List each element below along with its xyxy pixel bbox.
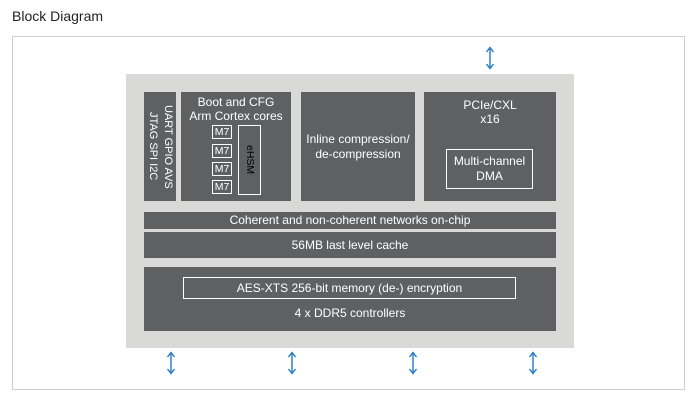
io-label-jtag-spi-i2c: JTAG SPI I2C xyxy=(147,112,159,181)
ehsm-block: eHSM xyxy=(238,125,261,195)
encryption-block: AES-XTS 256-bit memory (de-) encryption xyxy=(183,277,516,299)
boot-cfg-title: Boot and CFG xyxy=(197,95,275,109)
ehsm-label: eHSM xyxy=(244,145,256,175)
io-interfaces-block: JTAG SPI I2C UART GPIO AVS xyxy=(144,92,176,201)
m7-core: M7 xyxy=(212,144,232,158)
pcie-label: PCIe/CXL xyxy=(463,98,517,112)
double-arrow-icon xyxy=(408,351,418,375)
pcie-lanes-label: x16 xyxy=(480,112,500,126)
cache-block: 56MB last level cache xyxy=(144,232,556,258)
boot-cfg-block: Boot and CFG Arm Cortex cores xyxy=(181,92,291,201)
page-title: Block Diagram xyxy=(12,8,104,24)
double-arrow-icon xyxy=(166,351,176,375)
io-label-uart-gpio-avs: UART GPIO AVS xyxy=(162,104,174,189)
m7-core: M7 xyxy=(212,162,232,176)
m7-core: M7 xyxy=(212,125,232,139)
noc-bar: Coherent and non-coherent networks on-ch… xyxy=(144,212,556,229)
pcie-cxl-block: PCIe/CXL x16 xyxy=(424,92,556,201)
dma-label-line1: Multi-channel xyxy=(453,154,526,168)
m7-core: M7 xyxy=(212,180,232,194)
compression-label-line2: de-compression xyxy=(315,146,401,161)
ddr-controllers-label: 4 x DDR5 controllers xyxy=(294,305,406,320)
double-arrow-icon xyxy=(287,351,297,375)
compression-label-line1: Inline compression/ xyxy=(306,131,410,146)
arm-cortex-title: Arm Cortex cores xyxy=(189,109,283,123)
dma-block: Multi-channel DMA xyxy=(446,149,533,189)
double-arrow-icon xyxy=(528,351,538,375)
dma-label-line2: DMA xyxy=(476,169,503,183)
inline-compression-block: Inline compression/ de-compression xyxy=(301,92,415,201)
double-arrow-icon xyxy=(485,46,495,70)
